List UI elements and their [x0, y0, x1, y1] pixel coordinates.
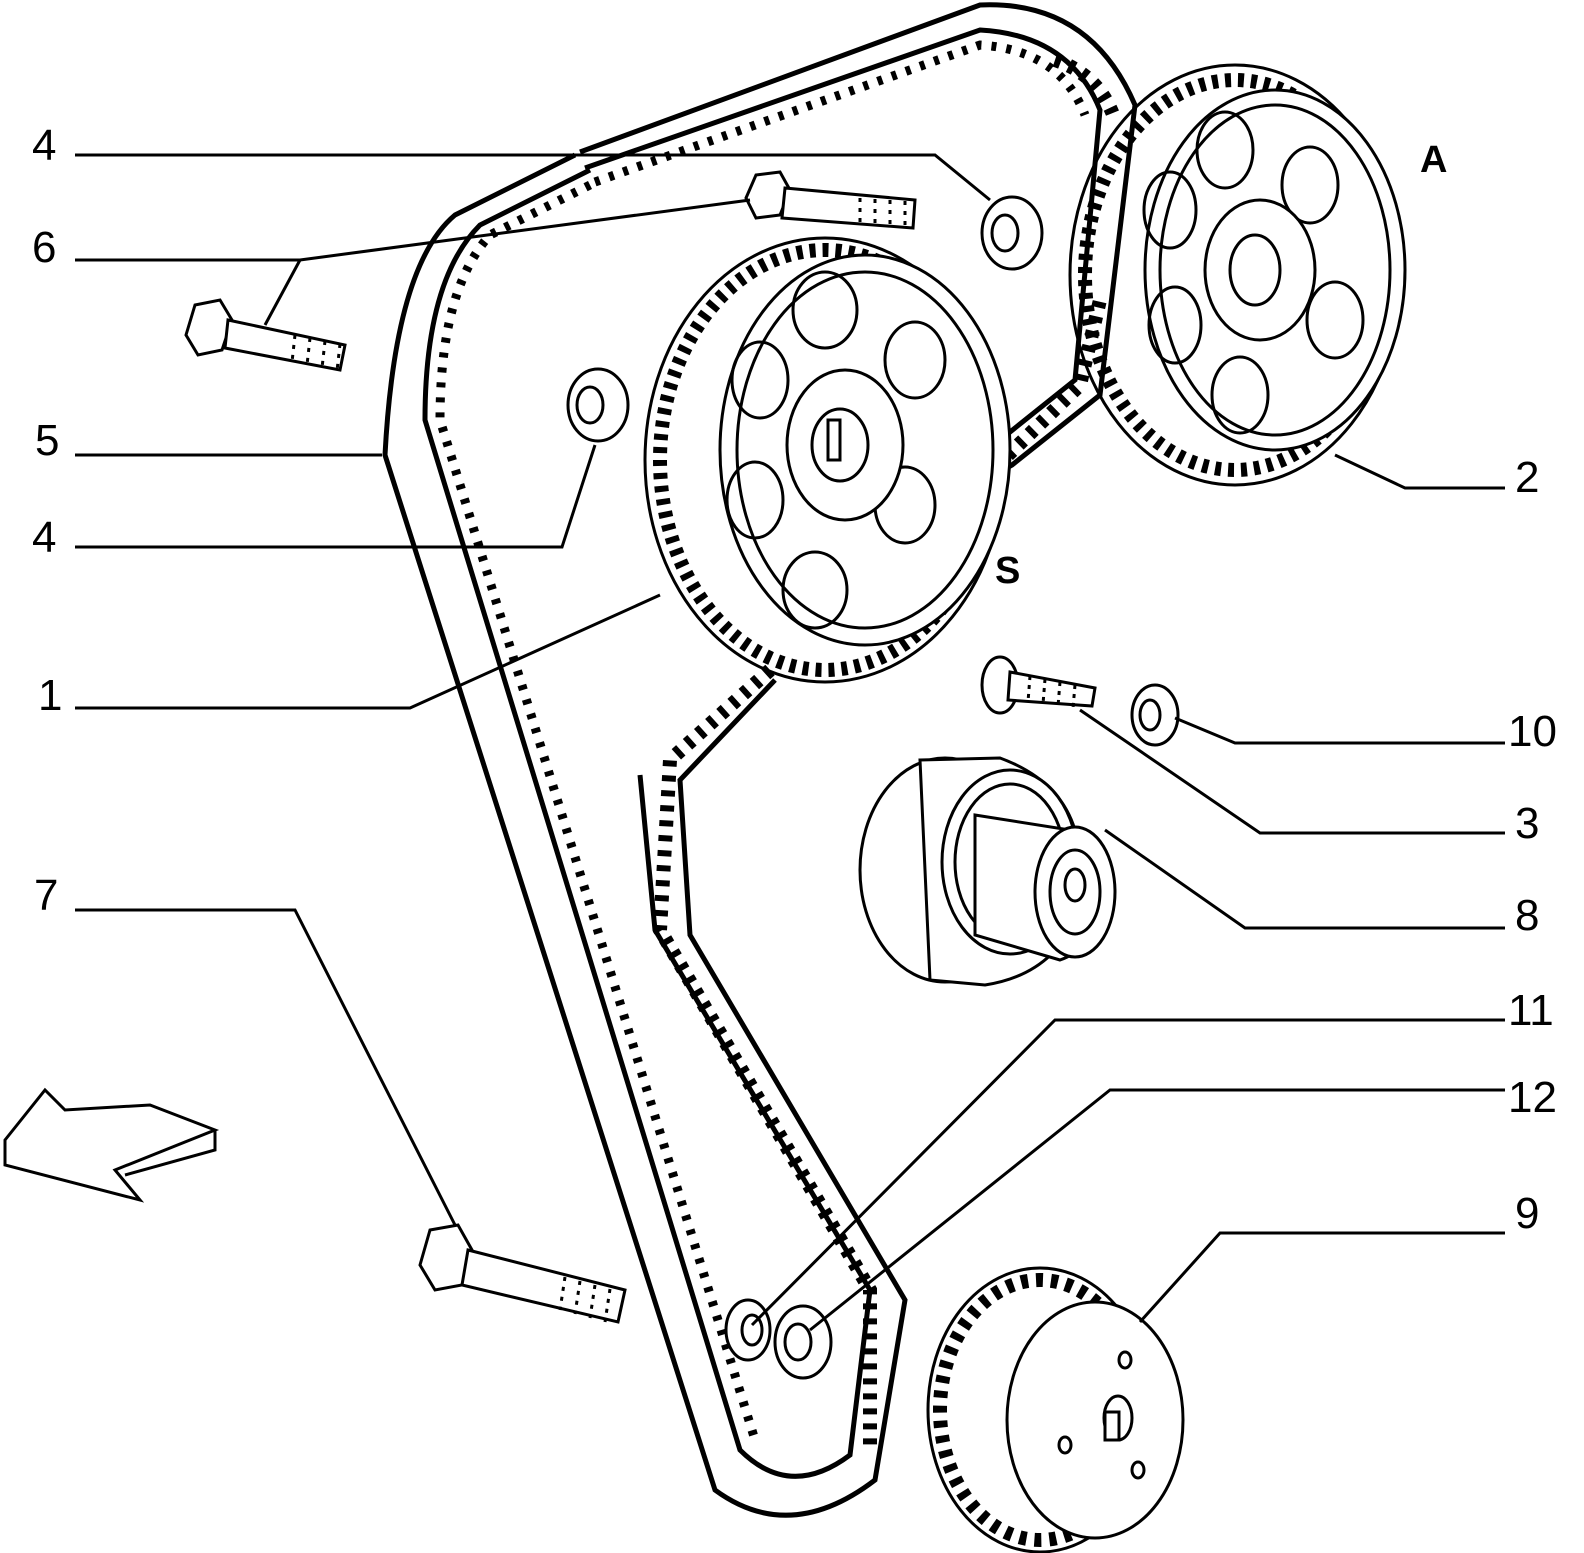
- pulley-bolt-lower: [184, 298, 347, 372]
- leader-11: [750, 1018, 1505, 1327]
- callout-5: 5: [35, 416, 59, 465]
- leader-9: [1138, 1231, 1505, 1324]
- leader-6b: [263, 259, 302, 326]
- tensioner-washer: [1130, 683, 1180, 747]
- washer-12: [773, 1304, 833, 1380]
- pulley-bolt-upper: [744, 170, 917, 231]
- callout-12: 12: [1508, 1073, 1557, 1122]
- callout-labels: 4 6 5 4 1 7 2 10 3 8 11 12 9 A S: [32, 121, 1557, 1238]
- callout-2: 2: [1515, 453, 1539, 502]
- callout-7: 7: [34, 871, 58, 920]
- leader-2: [1334, 453, 1505, 490]
- leader-3: [1079, 708, 1505, 835]
- leader-1: [75, 593, 661, 710]
- camshaft-pulley-exhaust: [643, 236, 1012, 684]
- camshaft-pulley-intake: [1068, 63, 1407, 487]
- callout-1: 1: [38, 671, 62, 720]
- leader-4b: [75, 444, 597, 549]
- timing-belt: [382, 2, 1138, 1518]
- callout-4b: 4: [32, 513, 56, 562]
- washer-11: [724, 1298, 772, 1362]
- tensioner-pulley: [858, 756, 1117, 987]
- marker-intake: A: [1420, 139, 1447, 181]
- crankshaft-bolt: [418, 1223, 627, 1324]
- crankshaft-pulley: [926, 1266, 1185, 1553]
- marker-exhaust: S: [995, 550, 1020, 592]
- pulley-holes: [725, 270, 947, 630]
- leader-lines: [75, 153, 1505, 1332]
- tensioner-bolt: [980, 655, 1097, 715]
- rotation-direction-arrow: [3, 1087, 220, 1203]
- callout-8: 8: [1515, 891, 1539, 940]
- washer-upper: [980, 195, 1044, 271]
- callout-9: 9: [1515, 1189, 1539, 1238]
- washer-lower: [566, 367, 630, 443]
- leader-10: [1174, 716, 1505, 745]
- pulley-holes: [1142, 110, 1365, 435]
- callout-11: 11: [1508, 986, 1554, 1035]
- callout-3: 3: [1515, 799, 1539, 848]
- callout-6: 6: [32, 223, 56, 272]
- leader-7: [75, 908, 457, 1226]
- callout-4a: 4: [32, 121, 56, 170]
- leader-12: [809, 1088, 1505, 1332]
- leader-6: [75, 198, 751, 262]
- callout-10: 10: [1508, 707, 1557, 756]
- leader-8: [1104, 828, 1505, 930]
- leader-4a: [75, 153, 991, 202]
